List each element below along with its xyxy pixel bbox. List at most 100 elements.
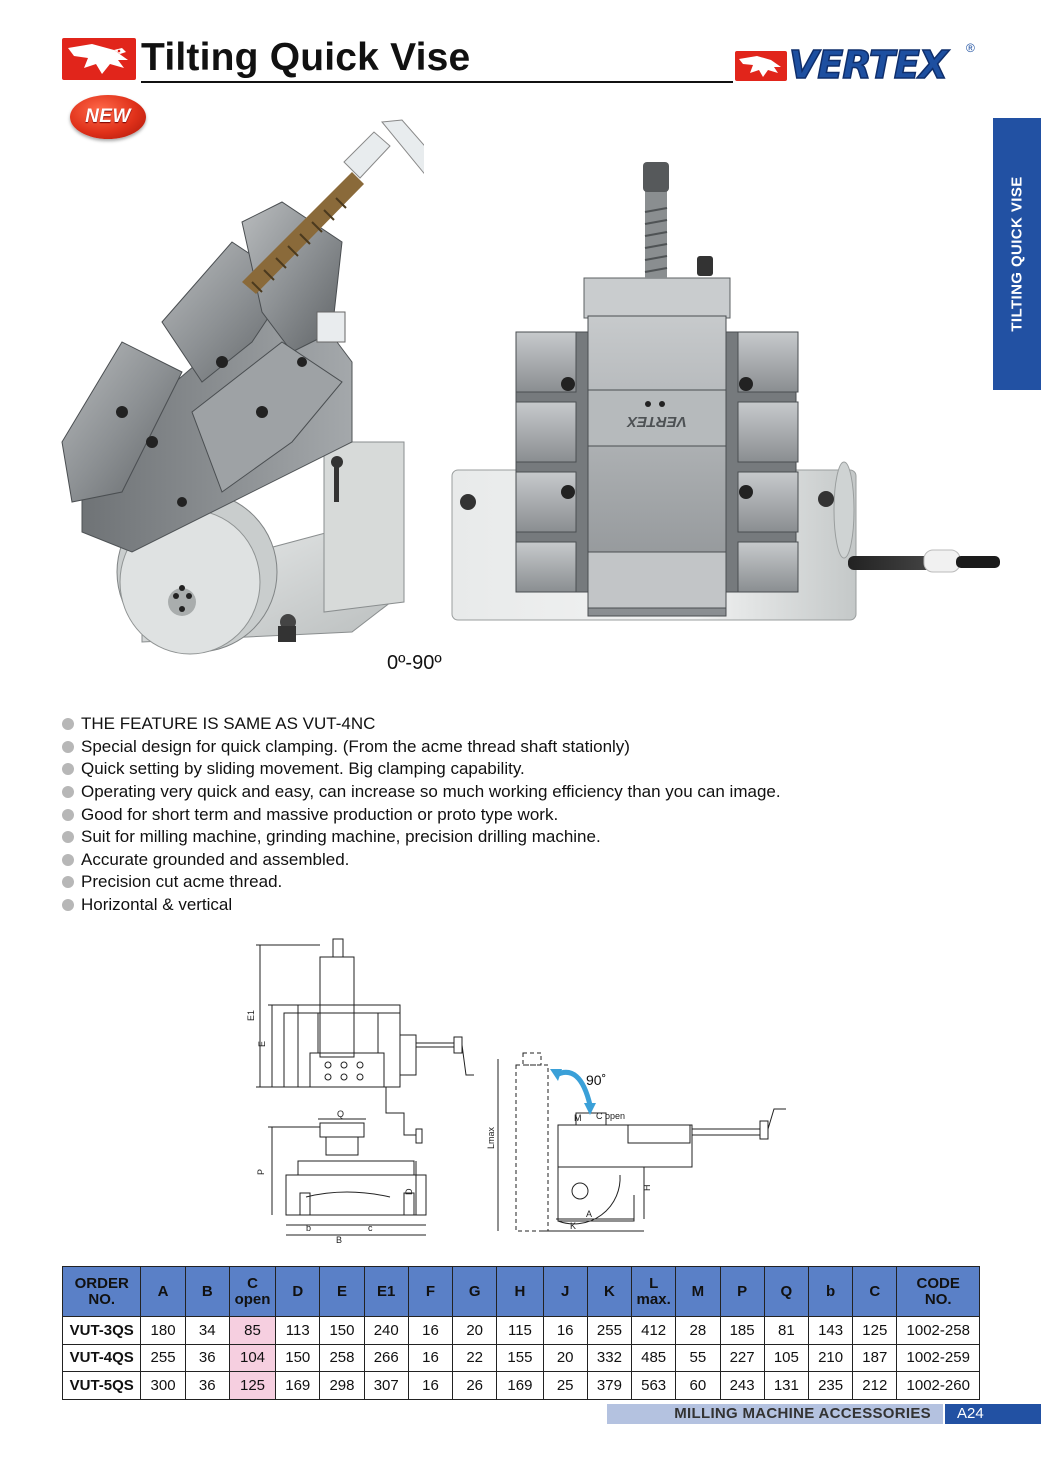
- bullet-icon: [62, 763, 74, 776]
- table-cell: 235: [807, 1371, 854, 1400]
- col-header: M: [675, 1266, 721, 1317]
- code-number-cell: 1002-258: [896, 1316, 980, 1345]
- dimension-drawing: E1 E Q P D b B c: [240, 935, 800, 1247]
- table-cell: 105: [763, 1343, 809, 1372]
- col-header: b: [807, 1266, 854, 1317]
- order-number-cell: VUT-4QS: [61, 1343, 142, 1372]
- table-cell: 143: [807, 1316, 854, 1345]
- table-cell: 115: [496, 1316, 544, 1345]
- col-header: B: [184, 1266, 230, 1317]
- table-cell: 28: [675, 1316, 721, 1345]
- new-badge-label: NEW: [85, 106, 131, 127]
- table-cell: 307: [363, 1371, 409, 1400]
- table-cell: 150: [275, 1343, 321, 1372]
- dim-m-label: M: [574, 1113, 582, 1123]
- table-cell: 36: [184, 1343, 230, 1372]
- table-cell: 104: [228, 1343, 277, 1372]
- feature-item: Good for short term and massive producti…: [62, 803, 781, 826]
- vise-engraving: VERTEX: [626, 413, 687, 430]
- table-cell: 266: [363, 1343, 409, 1372]
- front-vise-photo: VERTEX: [448, 152, 1008, 632]
- page-title: Tilting Quick Vise: [141, 36, 471, 79]
- eagle-logo-icon: [62, 38, 136, 80]
- feature-item: Horizontal & vertical: [62, 894, 781, 917]
- col-header: E1: [363, 1266, 409, 1317]
- col-header: H: [496, 1266, 544, 1317]
- dim-c-small-label: c: [368, 1223, 373, 1233]
- brand-name: VERTEX: [788, 42, 949, 88]
- feature-item: Special design for quick clamping. (From…: [62, 736, 781, 759]
- feature-list: THE FEATURE IS SAME AS VUT-4NC Special d…: [62, 713, 781, 916]
- feature-text: Good for short term and massive producti…: [81, 804, 559, 824]
- col-header: K: [586, 1266, 633, 1317]
- table-cell: 16: [407, 1371, 454, 1400]
- col-header: P: [719, 1266, 765, 1317]
- tilted-vise-photo: [52, 112, 424, 660]
- table-cell: 255: [586, 1316, 633, 1345]
- tilt-angle-caption: 0º-90º: [387, 652, 442, 674]
- table-cell: 155: [496, 1343, 544, 1372]
- table-cell: 298: [319, 1371, 365, 1400]
- section-side-tab: TILTING QUICK VISE: [993, 118, 1041, 390]
- bullet-icon: [62, 808, 74, 821]
- table-cell: 113: [275, 1316, 321, 1345]
- dim-lmax-label: Lmax: [486, 1126, 496, 1149]
- title-divider: [141, 81, 733, 83]
- new-badge: NEW: [70, 95, 146, 139]
- feature-text: Horizontal & vertical: [81, 895, 233, 915]
- bullet-icon: [62, 786, 74, 799]
- dim-h-label: H: [642, 1185, 652, 1192]
- table-cell: 16: [407, 1316, 454, 1345]
- table-cell: 255: [140, 1343, 186, 1372]
- top-view-drawing: E1 E: [246, 938, 474, 1088]
- dim-b-small-label: b: [306, 1223, 311, 1233]
- table-cell: 227: [719, 1343, 765, 1372]
- table-cell: 20: [542, 1343, 588, 1372]
- col-header: E: [319, 1266, 365, 1317]
- feature-text: Accurate grounded and assembled.: [81, 849, 350, 869]
- table-cell: 240: [363, 1316, 409, 1345]
- table-cell: 81: [763, 1316, 809, 1345]
- dim-b-big-label: B: [336, 1235, 342, 1245]
- table-cell: 185: [719, 1316, 765, 1345]
- footer-section-label: MILLING MACHINE ACCESSORIES: [674, 1405, 931, 1422]
- order-number-cell: VUT-5QS: [61, 1371, 142, 1400]
- col-header: F: [407, 1266, 454, 1317]
- table-cell: 125: [852, 1316, 898, 1345]
- side-view-drawing: Lmax A K H M C open 90˚: [486, 1052, 786, 1232]
- dim-p-label: P: [256, 1169, 266, 1175]
- table-cell: 212: [852, 1371, 898, 1400]
- bullet-icon: [62, 876, 74, 889]
- table-cell: 85: [228, 1316, 277, 1345]
- table-cell: 379: [586, 1371, 633, 1400]
- col-header: G: [452, 1266, 498, 1317]
- table-cell: 412: [631, 1316, 677, 1345]
- dim-e1-label: E1: [246, 1010, 256, 1021]
- table-cell: 16: [407, 1343, 454, 1372]
- dim-angle-label: 90˚: [586, 1072, 606, 1088]
- feature-item: Quick setting by sliding movement. Big c…: [62, 758, 781, 781]
- dim-e-label: E: [257, 1041, 267, 1047]
- col-header: D: [275, 1266, 321, 1317]
- table-cell: 16: [542, 1316, 588, 1345]
- order-number-cell: VUT-3QS: [61, 1316, 142, 1345]
- side-tab-label: TILTING QUICK VISE: [1008, 176, 1026, 332]
- page-number: A24: [945, 1404, 1041, 1424]
- feature-item: Operating very quick and easy, can incre…: [62, 781, 781, 804]
- table-cell: 25: [542, 1371, 588, 1400]
- col-header: J: [542, 1266, 588, 1317]
- dim-c-open-label: C open: [596, 1111, 625, 1121]
- table-cell: 36: [184, 1371, 230, 1400]
- table-cell: 210: [807, 1343, 854, 1372]
- table-cell: 169: [275, 1371, 321, 1400]
- table-cell: 60: [675, 1371, 721, 1400]
- feature-text: THE FEATURE IS SAME AS VUT-4NC: [81, 714, 376, 734]
- feature-item: THE FEATURE IS SAME AS VUT-4NC: [62, 713, 781, 736]
- table-cell: 26: [452, 1371, 498, 1400]
